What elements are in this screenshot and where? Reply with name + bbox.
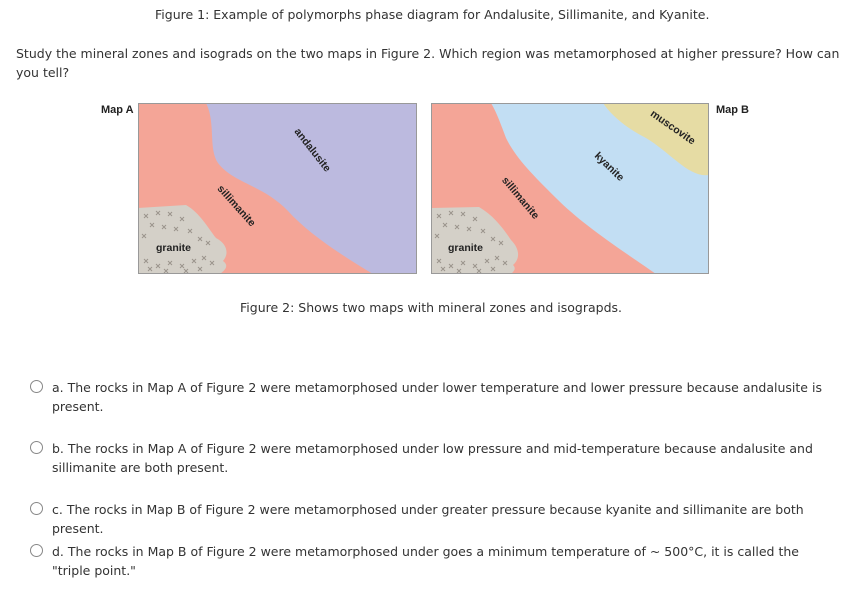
option-c-radio[interactable] [30, 502, 43, 515]
map-a-granite-x-pattern [141, 210, 215, 274]
map-b-kyanite-zone [491, 103, 709, 274]
map-a: andalusite sillimanite granite [138, 103, 417, 274]
map-b-label: Map B [716, 104, 749, 116]
option-a-text: a. The rocks in Map A of Figure 2 were m… [52, 380, 822, 414]
map-a-granite-zone [138, 205, 227, 274]
figure1-caption: Figure 1: Example of polymorphs phase di… [155, 7, 710, 22]
option-d-radio[interactable] [30, 544, 43, 557]
map-a-label: Map A [101, 104, 134, 116]
figure2-caption: Figure 2: Shows two maps with mineral zo… [240, 300, 623, 315]
option-b-text: b. The rocks in Map A of Figure 2 were m… [52, 441, 813, 475]
map-b-muscovite-zone [603, 103, 709, 176]
option-b-radio[interactable] [30, 441, 43, 454]
option-d-text: d. The rocks in Map B of Figure 2 were m… [52, 544, 799, 578]
map-b-granite-label: granite [448, 242, 483, 254]
option-c-text: c. The rocks in Map B of Figure 2 were m… [52, 502, 804, 536]
map-b: muscovite kyanite sillimanite granite [431, 103, 709, 274]
map-b-granite-x-pattern [434, 210, 508, 274]
map-a-granite-label: granite [156, 242, 191, 254]
option-a-radio[interactable] [30, 380, 43, 393]
question-text: Study the mineral zones and isograds on … [16, 46, 840, 80]
map-a-andalusite-zone [206, 103, 417, 274]
